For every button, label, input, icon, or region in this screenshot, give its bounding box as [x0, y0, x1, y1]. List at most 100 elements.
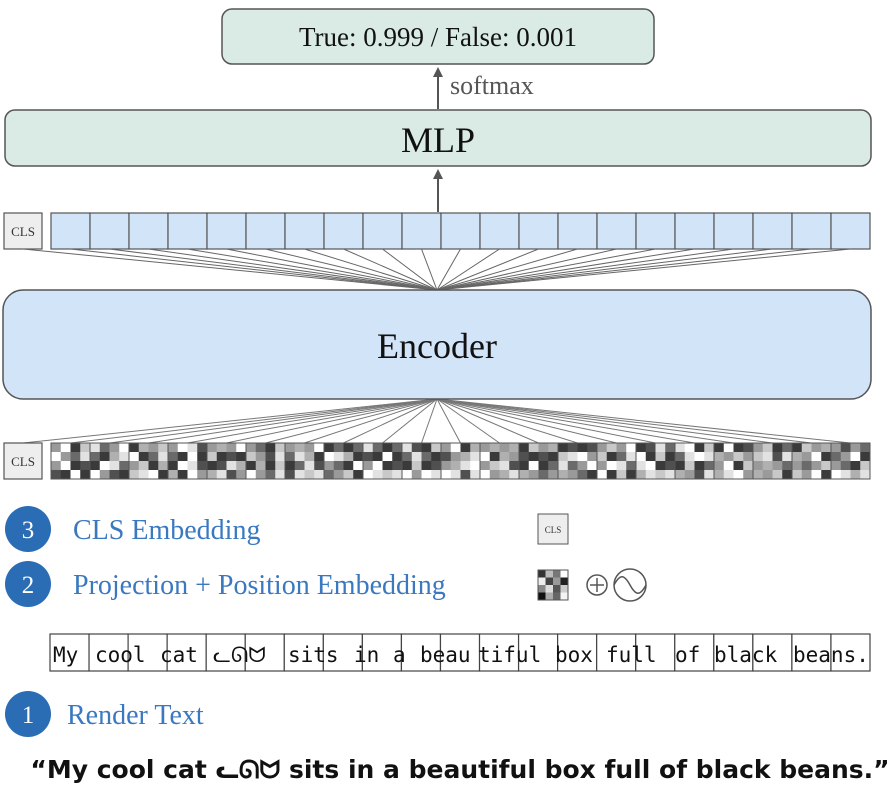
legend-item-render-text: 1 Render Text — [5, 691, 204, 737]
text-patch — [244, 633, 285, 672]
legend-label: Render Text — [67, 700, 204, 731]
image-patch — [440, 442, 481, 480]
output-token — [440, 212, 481, 250]
patch-embedding-row — [50, 442, 871, 480]
output-token — [323, 212, 364, 250]
image-patch — [557, 442, 598, 480]
image-patch — [206, 442, 247, 480]
svg-text:1: 1 — [22, 702, 35, 729]
output-box: True: 0.999 / False: 0.001 — [221, 8, 655, 65]
image-patch — [791, 442, 832, 480]
output-token — [752, 212, 793, 250]
rendered-word: black — [714, 643, 778, 667]
mlp-box: MLP — [4, 109, 872, 167]
image-patch — [362, 442, 403, 480]
text-patch — [635, 633, 676, 672]
legend-number-circle — [5, 691, 51, 737]
bottom-cls-token: CLS — [3, 442, 43, 480]
image-patch — [674, 442, 715, 480]
image-patch — [752, 442, 793, 480]
image-patch — [167, 442, 208, 480]
image-patch — [323, 442, 364, 480]
output-token — [401, 212, 442, 250]
image-patch — [89, 442, 130, 480]
output-token — [830, 212, 871, 250]
rendered-word: full — [606, 643, 657, 667]
rendered-word: beans. — [793, 643, 869, 667]
legend-number-circle — [5, 561, 51, 607]
plus-sine-icon — [586, 568, 647, 602]
rendered-word: sits — [288, 643, 339, 667]
encoder-label: Encoder — [377, 326, 497, 366]
output-token — [518, 212, 559, 250]
patch-icon — [537, 569, 569, 601]
svg-text:2: 2 — [22, 572, 35, 599]
text-patch — [439, 633, 481, 672]
text-patch — [88, 633, 129, 672]
text-patch — [674, 633, 715, 672]
output-token — [167, 212, 208, 250]
cls-token-icon — [537, 513, 569, 545]
svg-text:3: 3 — [22, 517, 35, 544]
rendered-word: in — [354, 643, 379, 667]
top-cls-token: CLS — [3, 212, 43, 250]
legend-item-cls-embedding: 3 CLS Embedding CLS — [5, 506, 569, 552]
image-patch — [713, 442, 754, 480]
output-label: True: 0.999 / False: 0.001 — [299, 22, 577, 52]
image-patch — [518, 442, 559, 480]
rendered-word: cat — [160, 643, 198, 667]
svg-text:CLS: CLS — [11, 224, 35, 239]
text-patch — [791, 633, 832, 672]
mlp-label: MLP — [401, 120, 475, 160]
output-token — [557, 212, 598, 250]
encoder-box: Encoder — [2, 289, 872, 400]
legend-item-projection: 2 Projection + Position Embedding — [5, 561, 647, 607]
rendered-word: tiful — [478, 643, 541, 667]
output-token — [674, 212, 715, 250]
output-token — [128, 212, 169, 250]
image-patch — [635, 442, 676, 480]
input-sentence-caption: “My cool cat ᓚᘏᗢ sits in a beautiful box… — [30, 755, 889, 784]
rendered-word: ᓚᘏᗢ — [213, 643, 266, 667]
image-patch — [479, 442, 520, 480]
svg-text:CLS: CLS — [545, 525, 562, 535]
rendered-word: box — [555, 643, 593, 667]
output-token — [206, 212, 247, 250]
output-token — [284, 212, 325, 250]
legend-label: CLS Embedding — [73, 515, 260, 546]
text-patch — [205, 633, 246, 672]
output-token — [713, 212, 754, 250]
encoder-input-connections — [22, 398, 851, 444]
image-patch — [284, 442, 325, 480]
image-patch — [596, 442, 637, 480]
text-patch — [752, 633, 793, 672]
encoder-output-connections — [22, 248, 851, 291]
output-token — [596, 212, 637, 250]
rendered-word: My — [53, 643, 78, 667]
image-patch — [830, 442, 871, 480]
text-patch — [127, 633, 168, 672]
text-patch — [322, 633, 363, 672]
text-patch — [830, 633, 871, 672]
output-token-row — [50, 212, 871, 250]
image-patch — [128, 442, 169, 480]
output-token — [50, 212, 91, 250]
softmax-label: softmax — [450, 71, 534, 100]
legend-number-circle — [5, 506, 51, 552]
output-token — [479, 212, 520, 250]
image-patch — [50, 442, 91, 480]
rendered-word: cool — [95, 643, 146, 667]
svg-text:CLS: CLS — [11, 454, 35, 469]
rendered-word: a — [393, 643, 406, 667]
rendered-word: beau — [420, 643, 471, 667]
text-patch — [400, 633, 442, 672]
image-patch — [401, 442, 442, 480]
image-patch — [245, 442, 286, 480]
output-token — [245, 212, 286, 250]
rendered-word: of — [675, 643, 700, 667]
output-token — [791, 212, 832, 250]
text-patch — [361, 633, 403, 672]
output-token — [89, 212, 130, 250]
